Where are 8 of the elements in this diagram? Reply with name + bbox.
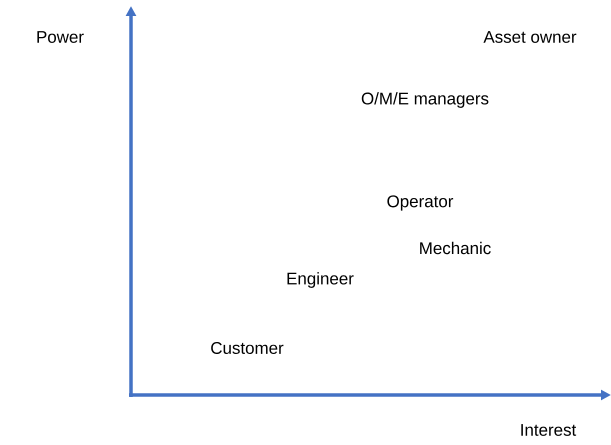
- axis-label: Interest: [521, 424, 576, 436]
- stakeholder-label: Asset owner: [483, 31, 576, 43]
- stakeholder-label: Engineer: [288, 272, 354, 288]
- stakeholder-label: Operator: [387, 195, 454, 211]
- stakeholder-label: Mechanic: [420, 242, 491, 254]
- axis-label: Power: [37, 31, 84, 43]
- stakeholder-label: Customer: [211, 342, 284, 354]
- stakeholder-label: O/M/E managers: [362, 92, 488, 108]
